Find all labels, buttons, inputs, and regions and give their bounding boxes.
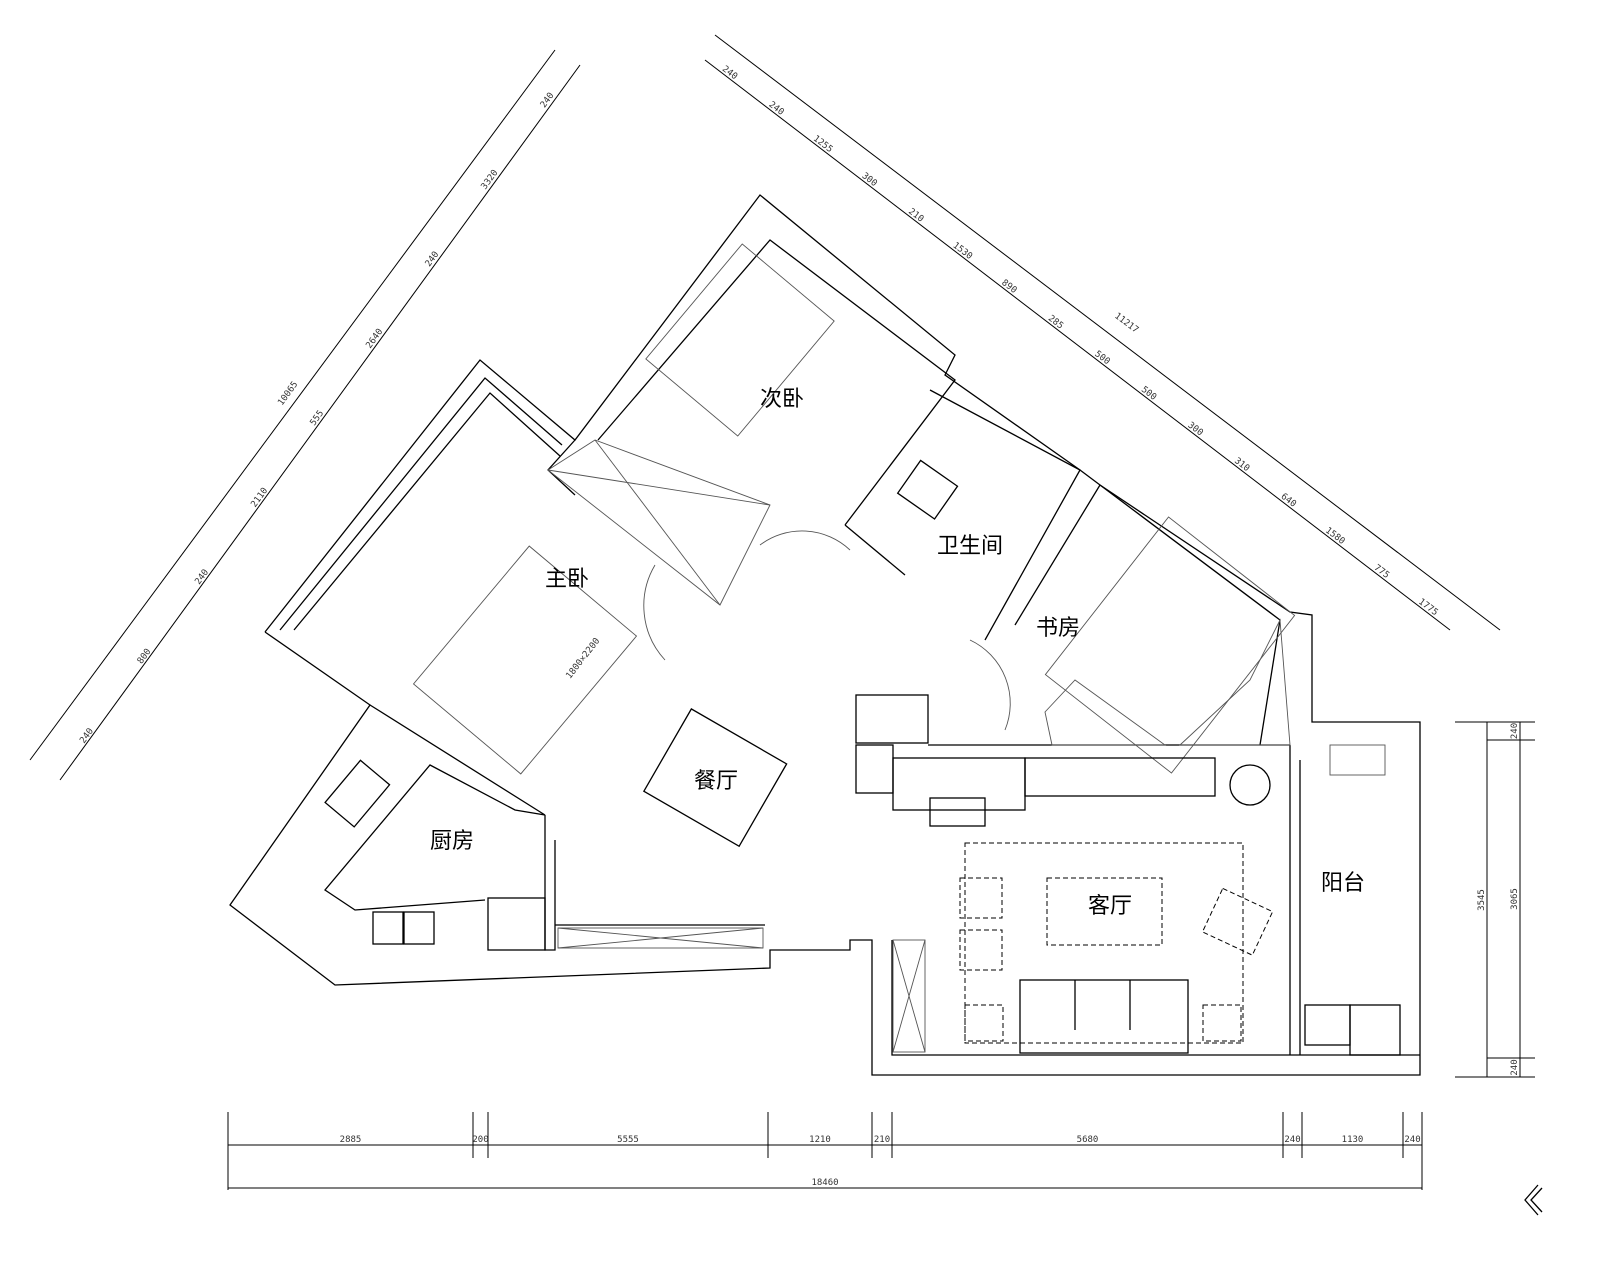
dimension-label: 1210 [809, 1135, 831, 1145]
dimension-label: 1775 [1416, 597, 1439, 618]
room-label-living: 客厅 [1088, 894, 1132, 919]
dimension-label: 555 [309, 409, 327, 428]
dimension-label: 3320 [480, 168, 501, 191]
walls [229, 194, 1421, 1076]
room-label-study: 书房 [1036, 616, 1080, 641]
dimension-total-label: 3545 [1477, 889, 1487, 911]
dimension-label: 5555 [617, 1135, 639, 1145]
dimension-label: 640 [1279, 492, 1298, 510]
dimension-label: 500 [1139, 385, 1158, 403]
dimension-label: 1580 [1323, 526, 1346, 547]
dimension-label: 210 [906, 207, 925, 225]
dimension-label: 240 [720, 64, 739, 82]
dimension-label: 300 [860, 171, 879, 189]
dimension-label: 240 [1510, 1059, 1520, 1075]
dimension-label: 285 [1046, 314, 1065, 332]
dimension-label: 240 [193, 568, 211, 587]
dimension-label: 1530 [951, 241, 974, 262]
room-label-master-bedroom: 主卧 [545, 567, 589, 592]
dimension-label: 1255 [811, 134, 834, 155]
dimension-label: 300 [1186, 421, 1205, 439]
dimension-label: 240 [78, 727, 96, 746]
dimension-label: 240 [1284, 1135, 1300, 1145]
dimension-label: 890 [999, 278, 1018, 296]
dimension-label: 2885 [340, 1135, 362, 1145]
dimension-label: 210 [874, 1135, 890, 1145]
bed-size-label: 1800×2200 [564, 636, 602, 681]
dimension-label: 5680 [1077, 1135, 1099, 1145]
dimension-label: 1130 [1342, 1135, 1364, 1145]
dimension-total-label: 10065 [276, 380, 300, 408]
room-label-dining: 餐厅 [694, 769, 738, 794]
dimension-label: 3065 [1510, 888, 1520, 910]
room-label-balcony: 阳台 [1321, 871, 1365, 896]
dimension-label: 2640 [365, 327, 386, 350]
room-label-kitchen: 厨房 [430, 829, 474, 854]
dimension-label: 240 [1404, 1135, 1420, 1145]
dimension-label: 200 [472, 1135, 488, 1145]
dimension-label: 240 [539, 91, 557, 110]
dimension-lines [29, 34, 1535, 1190]
dimension-label: 240 [424, 250, 442, 269]
room-label-second-bedroom: 次卧 [760, 387, 804, 412]
dimension-label: 775 [1372, 563, 1391, 581]
dimension-label: 240 [767, 100, 786, 118]
dimension-label: 310 [1232, 456, 1251, 474]
dimension-label: 2110 [249, 486, 270, 509]
dimension-label: 500 [1092, 349, 1111, 367]
dimension-total-label: 11217 [1112, 311, 1140, 335]
dimension-total-label: 18460 [811, 1178, 838, 1188]
room-label-bathroom: 卫生间 [937, 534, 1003, 559]
chevron-left-icon [1524, 1184, 1539, 1216]
dimension-label: 800 [136, 647, 154, 666]
dimension-label: 240 [1510, 723, 1520, 739]
